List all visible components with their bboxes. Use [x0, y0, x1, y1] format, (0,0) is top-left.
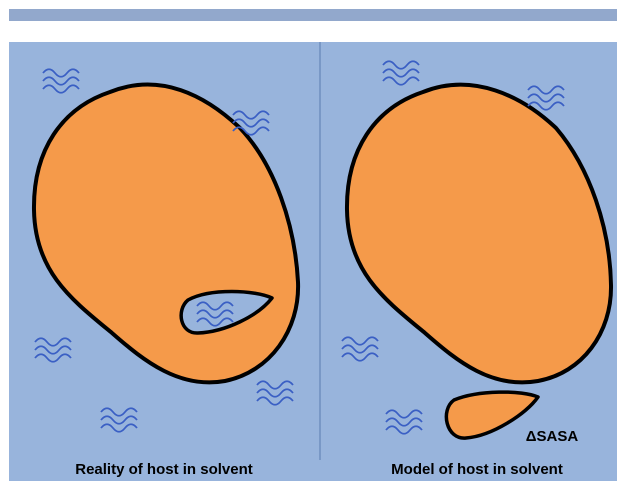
caption-model: Model of host in solvent: [391, 461, 563, 478]
delta-sasa-label: ΔSASA: [526, 428, 579, 445]
caption-reality: Reality of host in solvent: [75, 461, 253, 478]
